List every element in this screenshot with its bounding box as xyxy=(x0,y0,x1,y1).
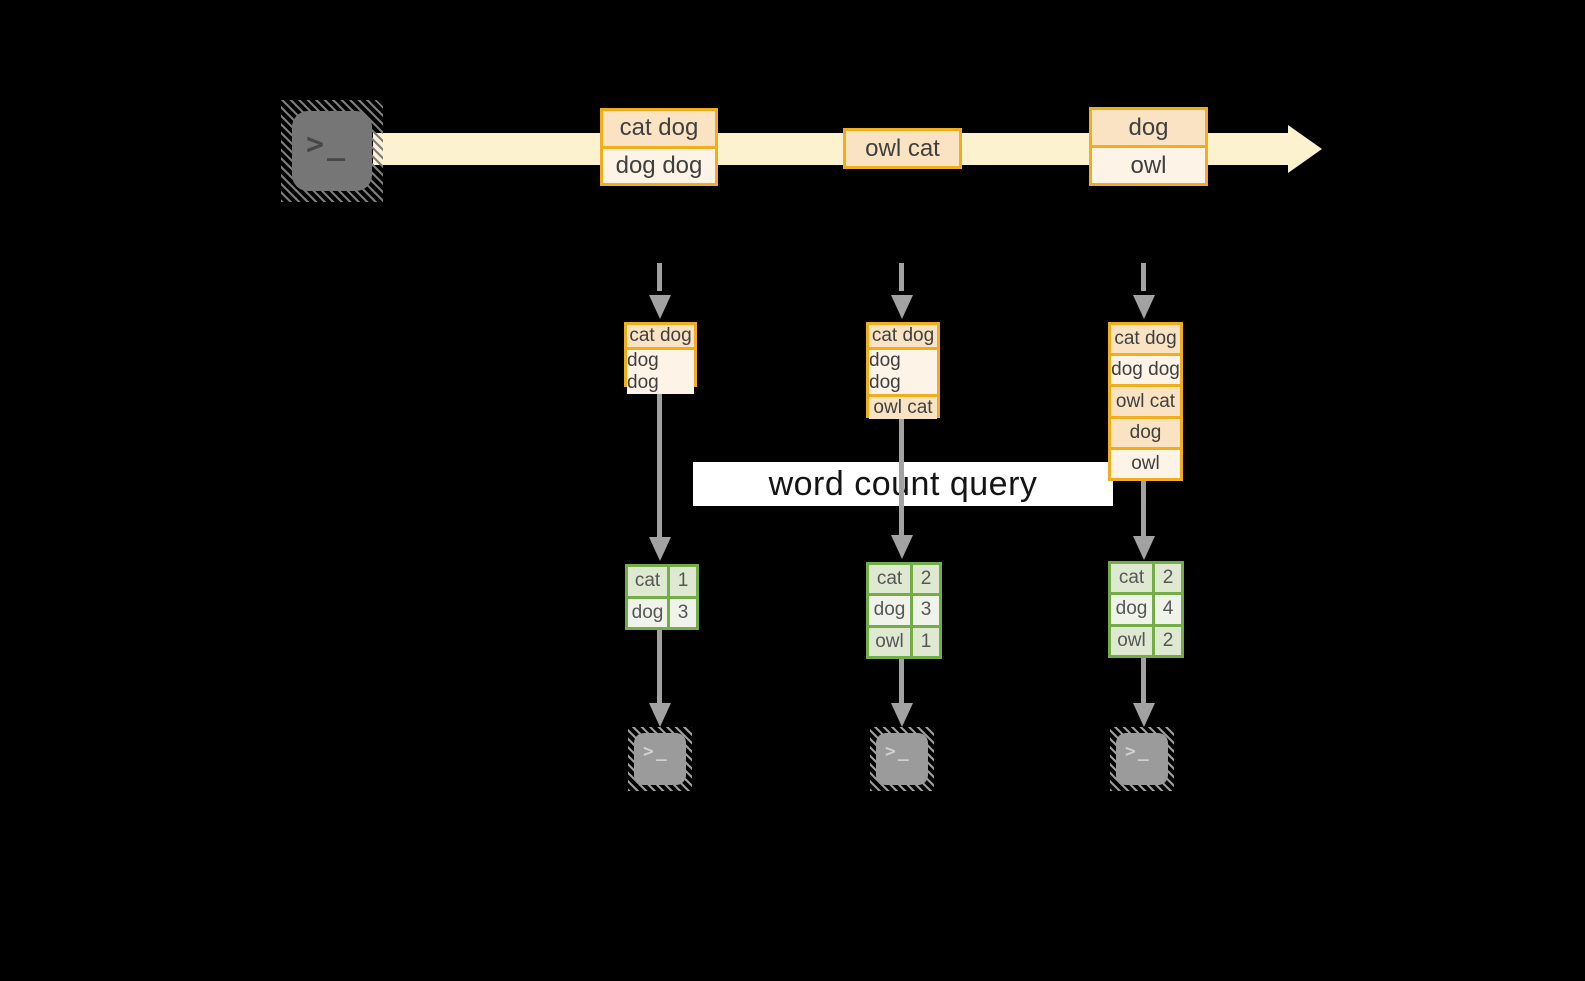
query-arrow-2 xyxy=(899,418,904,535)
stack-row: dog xyxy=(1111,418,1180,447)
table-cell-count: 2 xyxy=(913,565,939,594)
table-cell-word: cat xyxy=(1111,564,1152,593)
stack-row: owl cat xyxy=(869,397,937,419)
stack-row: dog dog xyxy=(1111,356,1180,385)
word-count-table-2: cat 2 dog 3 owl 1 xyxy=(866,562,942,659)
table-cell-word: dog xyxy=(1111,595,1152,624)
stream-batch-1: cat dog dog dog xyxy=(600,108,718,186)
stream-record: cat dog xyxy=(603,111,715,146)
output-arrowhead-icon xyxy=(649,703,671,727)
table-cell-count: 2 xyxy=(1155,626,1181,655)
record-stack-1: cat dog dog dog xyxy=(624,322,697,394)
stack-row: cat dog xyxy=(1111,325,1180,354)
terminal-prompt-icon: >_ xyxy=(1125,741,1151,762)
dashed-down-arrow-2 xyxy=(899,263,904,291)
query-arrowhead-icon xyxy=(891,535,913,559)
table-cell-word: dog xyxy=(628,598,667,627)
dashed-down-arrowhead-icon xyxy=(1133,295,1155,319)
stream-batch-2: owl cat xyxy=(843,128,962,169)
word-count-table-3: cat 2 dog 4 owl 2 xyxy=(1108,561,1184,658)
stream-record: owl xyxy=(1092,148,1205,183)
stream-record: dog xyxy=(1092,110,1205,145)
table-cell-count: 1 xyxy=(670,567,696,596)
output-arrow-3 xyxy=(1141,658,1146,703)
query-arrow-1 xyxy=(657,387,662,537)
dashed-down-arrowhead-icon xyxy=(891,295,913,319)
stack-row: owl cat xyxy=(1111,387,1180,416)
output-terminal-icon-3: >_ xyxy=(1110,727,1174,791)
table-cell-count: 2 xyxy=(1155,564,1181,593)
table-cell-count: 1 xyxy=(913,627,939,656)
stack-row: cat dog xyxy=(627,325,694,347)
query-arrow-3 xyxy=(1141,481,1146,536)
table-cell-word: owl xyxy=(1111,626,1152,655)
terminal-window: >_ xyxy=(876,733,928,785)
dashed-down-arrow-3 xyxy=(1141,263,1146,291)
output-arrowhead-icon xyxy=(1133,703,1155,727)
word-count-table-1: cat 1 dog 3 xyxy=(625,564,699,630)
query-arrowhead-icon xyxy=(649,537,671,561)
terminal-prompt-icon: >_ xyxy=(643,741,669,762)
output-terminal-icon-1: >_ xyxy=(628,727,692,791)
table-cell-word: dog xyxy=(869,596,910,625)
stack-row: owl xyxy=(1111,449,1180,479)
source-terminal-icon: >_ xyxy=(281,100,383,202)
table-cell-count: 4 xyxy=(1155,595,1181,624)
output-arrow-1 xyxy=(657,630,662,703)
stream-arrowhead-icon xyxy=(1288,125,1322,173)
query-arrowhead-icon xyxy=(1133,536,1155,560)
table-cell-word: cat xyxy=(869,565,910,594)
terminal-window: >_ xyxy=(292,111,372,191)
table-cell-word: owl xyxy=(869,627,910,656)
stack-row: cat dog xyxy=(869,325,937,347)
stream-record: dog dog xyxy=(603,148,715,183)
terminal-window: >_ xyxy=(634,733,686,785)
stack-row: dog dog xyxy=(627,350,694,394)
stream-record: owl cat xyxy=(846,131,959,166)
table-cell-count: 3 xyxy=(913,596,939,625)
terminal-prompt-icon: >_ xyxy=(306,127,349,162)
dashed-down-arrow-1 xyxy=(657,263,662,291)
stack-row: dog dog xyxy=(869,350,937,394)
stream-batch-3: dog owl xyxy=(1089,107,1208,186)
table-cell-word: cat xyxy=(628,567,667,596)
record-stack-3: cat dog dog dog owl cat dog owl xyxy=(1108,322,1183,481)
output-arrowhead-icon xyxy=(891,703,913,727)
dashed-down-arrowhead-icon xyxy=(649,295,671,319)
terminal-window: >_ xyxy=(1116,733,1168,785)
output-terminal-icon-2: >_ xyxy=(870,727,934,791)
terminal-prompt-icon: >_ xyxy=(885,741,911,762)
output-arrow-2 xyxy=(899,659,904,703)
table-cell-count: 3 xyxy=(670,598,696,627)
record-stack-2: cat dog dog dog owl cat xyxy=(866,322,940,419)
